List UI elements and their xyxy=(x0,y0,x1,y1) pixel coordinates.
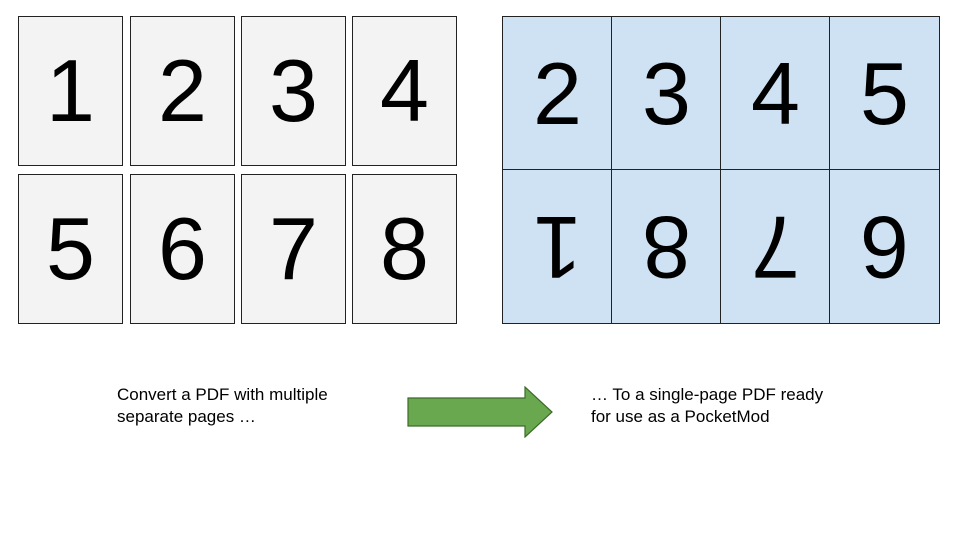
source-page-7: 7 xyxy=(241,174,346,324)
page-number: 2 xyxy=(533,43,582,143)
page-number: 3 xyxy=(269,41,318,140)
page-number: 1 xyxy=(46,41,95,140)
pocketmod-cell-6-rotated: 6 xyxy=(829,169,940,324)
pocketmod-sheet: 2 3 4 5 1 8 7 6 xyxy=(502,16,942,326)
pocketmod-cell-8-rotated: 8 xyxy=(611,169,722,324)
source-page-4: 4 xyxy=(352,16,457,166)
page-number: 5 xyxy=(46,199,95,298)
source-page-1: 1 xyxy=(18,16,123,166)
page-number: 5 xyxy=(860,43,909,143)
right-arrow-icon xyxy=(407,386,553,438)
source-page-2: 2 xyxy=(130,16,235,166)
source-pages-grid: 1 2 3 4 5 6 7 8 xyxy=(18,16,458,326)
pocketmod-cell-2: 2 xyxy=(502,16,613,171)
page-number: 7 xyxy=(269,199,318,298)
source-page-6: 6 xyxy=(130,174,235,324)
pocketmod-cell-4: 4 xyxy=(720,16,831,171)
pocketmod-cell-1-rotated: 1 xyxy=(502,169,613,324)
pocketmod-cell-5: 5 xyxy=(829,16,940,171)
page-number-rotated: 1 xyxy=(533,197,582,297)
source-page-3: 3 xyxy=(241,16,346,166)
source-page-8: 8 xyxy=(352,174,457,324)
pocketmod-cell-7-rotated: 7 xyxy=(720,169,831,324)
page-number: 4 xyxy=(751,43,800,143)
page-number-rotated: 8 xyxy=(642,197,691,297)
page-number: 4 xyxy=(380,41,429,140)
pocketmod-cell-3: 3 xyxy=(611,16,722,171)
caption-result: … To a single-page PDF ready for use as … xyxy=(591,385,824,426)
page-number: 6 xyxy=(158,199,207,298)
page-number: 2 xyxy=(158,41,207,140)
source-page-5: 5 xyxy=(18,174,123,324)
page-number: 3 xyxy=(642,43,691,143)
caption-source: Convert a PDF with multiple separate pag… xyxy=(117,385,328,426)
page-number: 8 xyxy=(380,199,429,298)
page-number-rotated: 6 xyxy=(860,197,909,297)
page-number-rotated: 7 xyxy=(751,197,800,297)
